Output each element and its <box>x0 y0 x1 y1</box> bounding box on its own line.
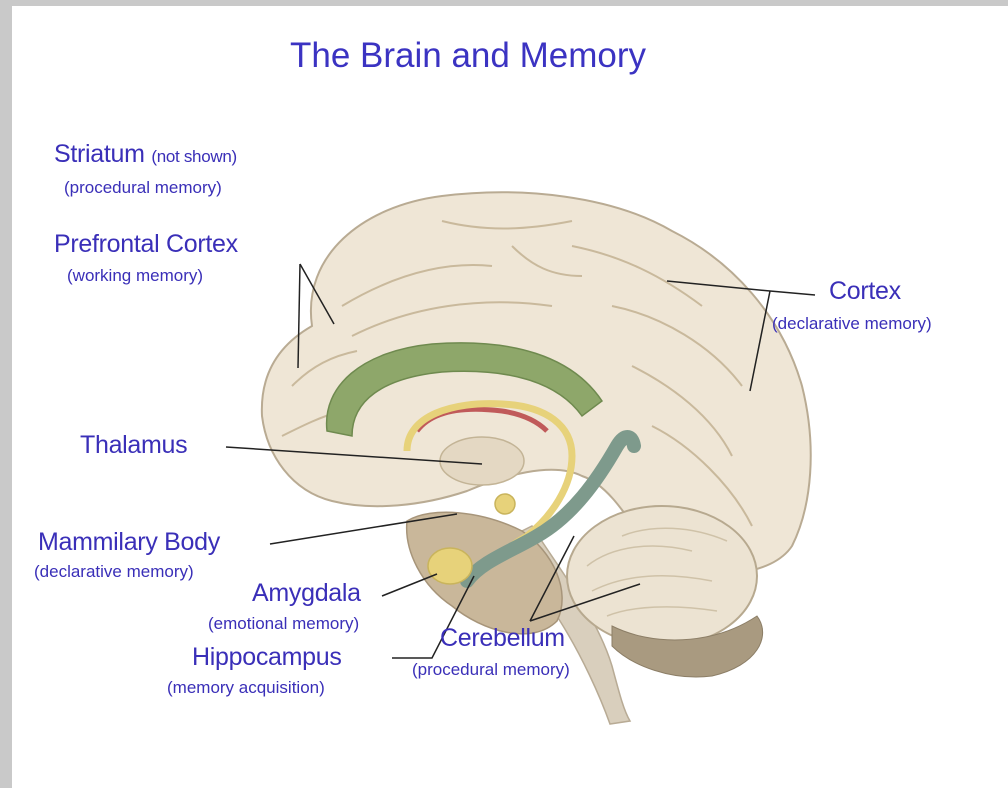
prefrontal-name: Prefrontal Cortex <box>54 230 238 259</box>
cerebellum-memory: (procedural memory) <box>412 660 570 680</box>
cerebellum-name: Cerebellum <box>440 624 565 653</box>
cortex-memory: (declarative memory) <box>772 314 932 334</box>
hippocampus-memory: (memory acquisition) <box>167 678 325 698</box>
amygdala-memory: (emotional memory) <box>208 614 359 634</box>
thalamus-name: Thalamus <box>80 431 187 460</box>
prefrontal-memory: (working memory) <box>67 266 203 286</box>
mammillary-name: Mammilary Body <box>38 528 220 557</box>
striatum-name: Striatum <box>54 140 145 168</box>
hippocampus-name: Hippocampus <box>192 643 342 672</box>
striatum-memory: (procedural memory) <box>64 178 222 198</box>
page-title: The Brain and Memory <box>290 36 646 76</box>
thalamus <box>440 437 524 485</box>
mammillary-body <box>495 494 515 514</box>
striatum-note: (not shown) <box>151 147 237 166</box>
amygdala-name: Amygdala <box>252 579 361 608</box>
diagram-frame: The Brain and Memory Striatum (not shown… <box>12 6 1008 788</box>
cortex-name: Cortex <box>829 277 901 306</box>
label-striatum: Striatum (not shown) <box>54 140 237 169</box>
mammillary-memory: (declarative memory) <box>34 562 194 582</box>
amygdala <box>428 548 472 584</box>
